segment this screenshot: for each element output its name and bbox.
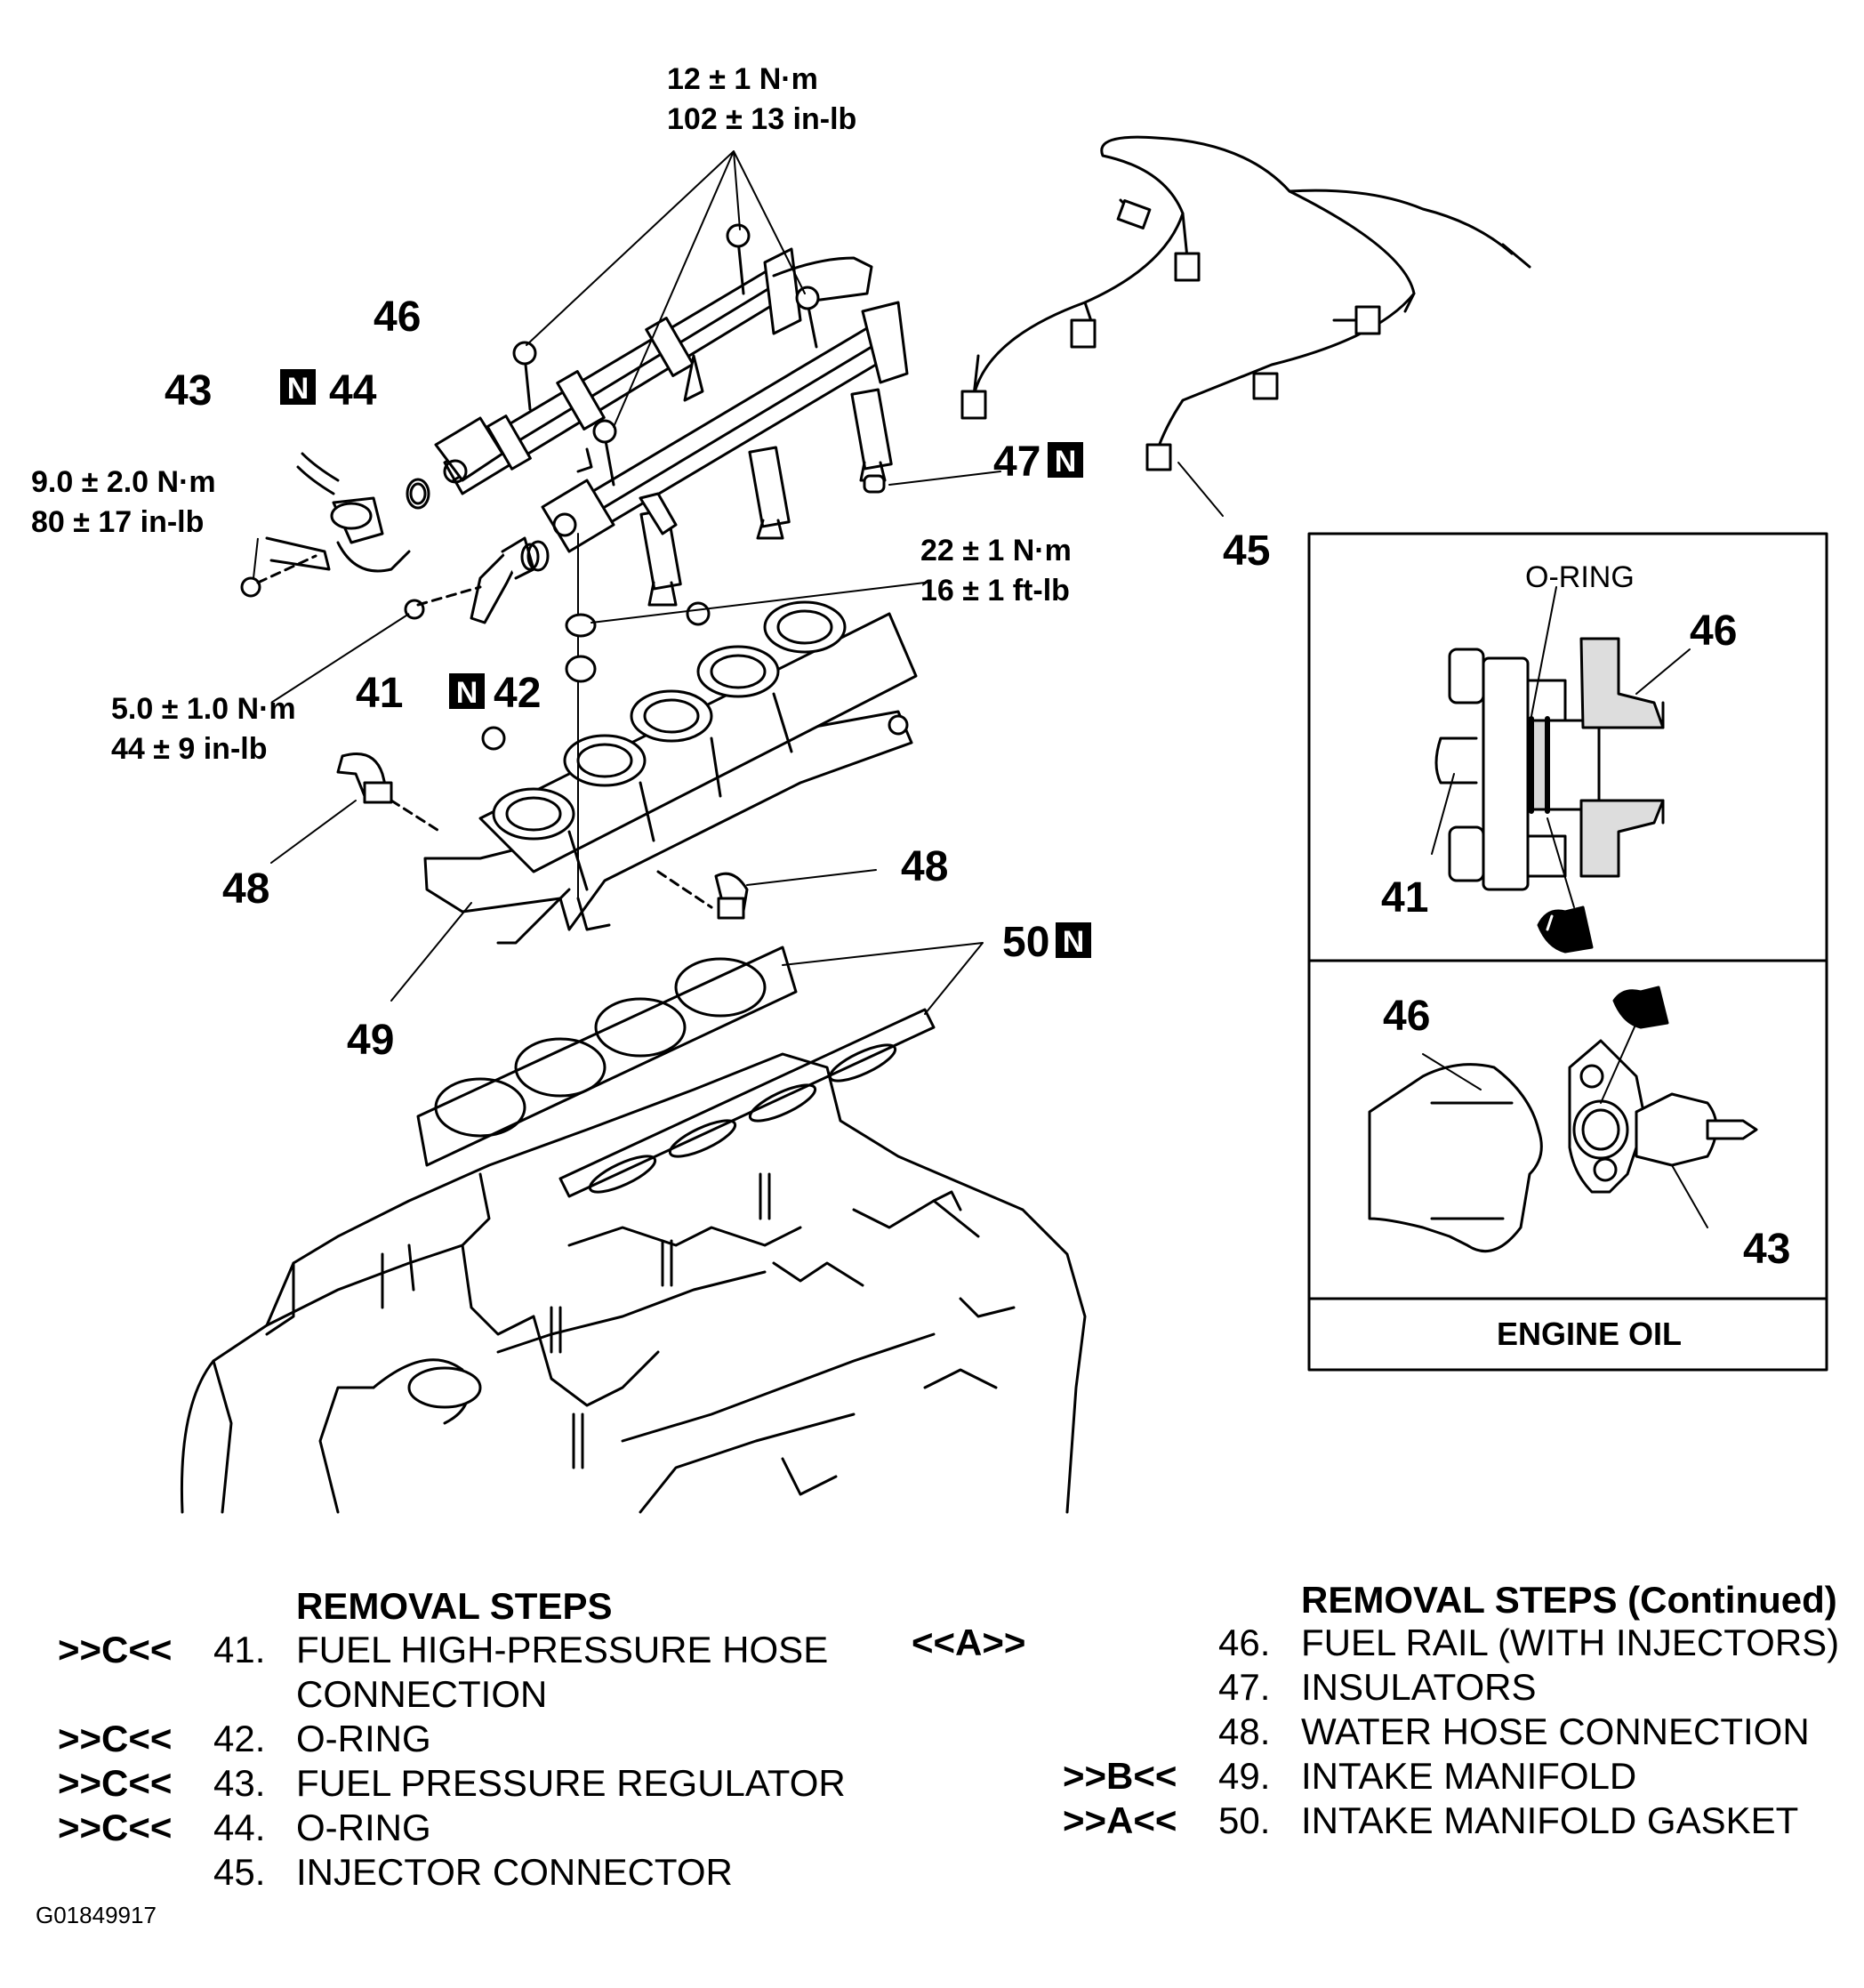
torque-manifold-nm: 22 ± 1 N·m xyxy=(920,534,1072,567)
callout-49: 49 xyxy=(347,1017,394,1064)
svg-text:N: N xyxy=(456,676,478,710)
torque-regulator-nm: 9.0 ± 2.0 N·m xyxy=(31,465,216,499)
step-name: WATER HOSE CONNECTION xyxy=(1301,1710,1810,1752)
callout-45: 45 xyxy=(1223,527,1270,575)
torque-regulator-inlb: 80 ± 17 in-lb xyxy=(31,505,204,539)
inset-callout-41: 41 xyxy=(1381,874,1428,922)
step-number: 48. xyxy=(1218,1710,1271,1752)
callout-50: 50 xyxy=(1002,919,1049,966)
torque-rail-inlb: 102 ± 13 in-lb xyxy=(667,102,856,136)
new-part-badge-47: N xyxy=(1048,442,1083,479)
fuel-rail-upper xyxy=(434,247,873,495)
torque-hose-nm: 5.0 ± 1.0 N·m xyxy=(111,692,296,726)
step-code: >>C<< xyxy=(58,1718,173,1759)
fuel-rail-lower xyxy=(541,301,909,607)
inset-oring-label: O-RING xyxy=(1525,560,1635,594)
inset-footer-engine-oil: ENGINE OIL xyxy=(1497,1316,1682,1352)
step-code: >>C<< xyxy=(58,1762,173,1804)
intake-manifold xyxy=(390,533,926,1002)
callout-46: 46 xyxy=(374,294,421,341)
step-name: O-RING xyxy=(296,1718,431,1759)
step-code: >>B<< xyxy=(1063,1755,1177,1797)
svg-text:N: N xyxy=(287,372,309,406)
callout-48-right: 48 xyxy=(901,843,948,890)
callout-43: 43 xyxy=(165,367,212,415)
fuel-hose-connection xyxy=(404,536,550,624)
callout-47: 47 xyxy=(993,439,1040,486)
step-number: 45. xyxy=(213,1851,266,1893)
new-part-badge-50: N xyxy=(1056,922,1091,959)
injector-harness xyxy=(960,135,1531,517)
inset-callout-46-top: 46 xyxy=(1690,608,1737,655)
step-name: INTAKE MANIFOLD xyxy=(1301,1755,1637,1797)
step-number: 41. xyxy=(213,1629,266,1670)
step-name: CONNECTION xyxy=(296,1673,548,1715)
new-part-badge-44: N xyxy=(280,369,316,406)
intake-gasket xyxy=(416,942,984,1198)
figure-id: G01849917 xyxy=(36,1902,157,1928)
step-name: INJECTOR CONNECTOR xyxy=(296,1851,733,1893)
step-code: <<A>> xyxy=(912,1622,1026,1663)
step-name: O-RING xyxy=(296,1807,431,1848)
step-code: >>C<< xyxy=(58,1807,173,1848)
svg-text:N: N xyxy=(1063,925,1085,959)
callout-42: 42 xyxy=(494,670,541,717)
step-number: 43. xyxy=(213,1762,266,1804)
insulator xyxy=(863,471,1001,494)
torque-rail-nm: 12 ± 1 N·m xyxy=(667,62,818,96)
step-name: INSULATORS xyxy=(1301,1666,1537,1708)
step-name: FUEL HIGH-PRESSURE HOSE xyxy=(296,1629,829,1670)
step-number: 50. xyxy=(1218,1799,1271,1841)
removal-steps-header: REMOVAL STEPS xyxy=(296,1585,613,1627)
water-hose xyxy=(270,753,877,920)
torque-manifold-ftlb: 16 ± 1 ft-lb xyxy=(920,574,1070,608)
callout-41: 41 xyxy=(356,670,403,717)
inset-callout-43: 43 xyxy=(1743,1226,1790,1273)
inset-callout-46-bottom: 46 xyxy=(1383,993,1430,1040)
removal-steps-continued-header: REMOVAL STEPS (Continued) xyxy=(1301,1579,1837,1621)
torque-hose-inlb: 44 ± 9 in-lb xyxy=(111,732,267,766)
step-name: FUEL RAIL (WITH INJECTORS) xyxy=(1301,1622,1840,1663)
step-number: 49. xyxy=(1218,1755,1271,1797)
step-number: 42. xyxy=(213,1718,266,1759)
svg-text:N: N xyxy=(1055,445,1077,479)
engine-block xyxy=(180,1052,1087,1514)
step-number: 46. xyxy=(1218,1622,1271,1663)
step-name: FUEL PRESSURE REGULATOR xyxy=(296,1762,846,1804)
step-number: 47. xyxy=(1218,1666,1271,1708)
step-code: >>C<< xyxy=(58,1629,173,1670)
callout-48-left: 48 xyxy=(222,865,269,913)
new-part-badge-42: N xyxy=(449,673,485,710)
step-number: 44. xyxy=(213,1807,266,1848)
rail-bolts xyxy=(512,150,820,487)
inset-oring-detail xyxy=(1307,532,1828,1372)
fuel-pressure-regulator xyxy=(240,452,430,598)
callout-44: 44 xyxy=(329,367,377,415)
step-code: >>A<< xyxy=(1063,1799,1177,1841)
step-name: INTAKE MANIFOLD GASKET xyxy=(1301,1799,1799,1841)
